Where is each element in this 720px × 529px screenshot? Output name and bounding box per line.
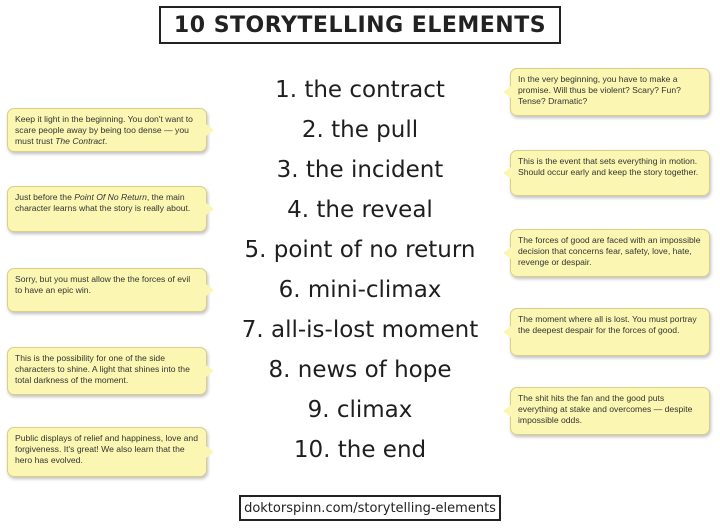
note-mini-climax-text: Sorry, but you must allow the the forces…	[15, 274, 191, 295]
note-point-of-no-return-text: The forces of good are faced with an imp…	[518, 235, 701, 267]
note-news-of-hope: This is the possibility for one of the s…	[7, 347, 214, 395]
note-the-incident-text: This is the event that sets everything i…	[518, 156, 699, 177]
page-title: 10 STORYTELLING ELEMENTS	[159, 6, 561, 44]
note-the-contract-text: In the very beginning, you have to make …	[518, 74, 681, 106]
note-the-end-text: Public displays of relief and happiness,…	[15, 433, 198, 465]
element-3: 3. the incident	[276, 157, 444, 183]
note-the-pull-end: .	[104, 136, 108, 146]
note-climax: The shit hits the fan and the good puts …	[503, 387, 710, 435]
note-the-incident: This is the event that sets everything i…	[503, 150, 710, 196]
element-1: 1. the contract	[275, 77, 445, 103]
note-the-pull-emphasis: The Contract	[55, 136, 105, 146]
element-6: 6. mini-climax	[278, 277, 442, 303]
note-the-reveal-text: Just before the	[15, 192, 75, 202]
note-the-reveal-end: , the main character learns what the sto…	[15, 192, 191, 213]
note-the-pull: Keep it light in the beginning. You don'…	[7, 108, 214, 152]
note-all-is-lost-text: The moment where all is lost. You must p…	[518, 314, 697, 335]
note-the-end: Public displays of relief and happiness,…	[7, 427, 214, 477]
note-news-of-hope-text: This is the possibility for one of the s…	[15, 353, 190, 385]
note-the-reveal: Just before the Point Of No Return, the …	[7, 186, 214, 232]
element-7: 7. all-is-lost moment	[241, 317, 479, 343]
element-4: 4. the reveal	[287, 197, 433, 223]
note-all-is-lost: The moment where all is lost. You must p…	[503, 308, 710, 356]
note-the-pull-text: Keep it light in the beginning. You don'…	[15, 114, 193, 146]
source-url: doktorspinn.com/storytelling-elements	[239, 495, 501, 521]
note-the-contract: In the very beginning, you have to make …	[503, 68, 710, 116]
note-the-reveal-emphasis: Point Of No Return	[74, 192, 147, 202]
element-9: 9. climax	[307, 397, 413, 423]
note-point-of-no-return: The forces of good are faced with an imp…	[503, 229, 710, 277]
element-2: 2. the pull	[301, 117, 419, 143]
element-10: 10. the end	[293, 437, 427, 463]
note-climax-text: The shit hits the fan and the good puts …	[518, 393, 693, 425]
note-mini-climax: Sorry, but you must allow the the forces…	[7, 268, 214, 312]
element-8: 8. news of hope	[268, 357, 452, 383]
element-5: 5. point of no return	[244, 237, 476, 263]
